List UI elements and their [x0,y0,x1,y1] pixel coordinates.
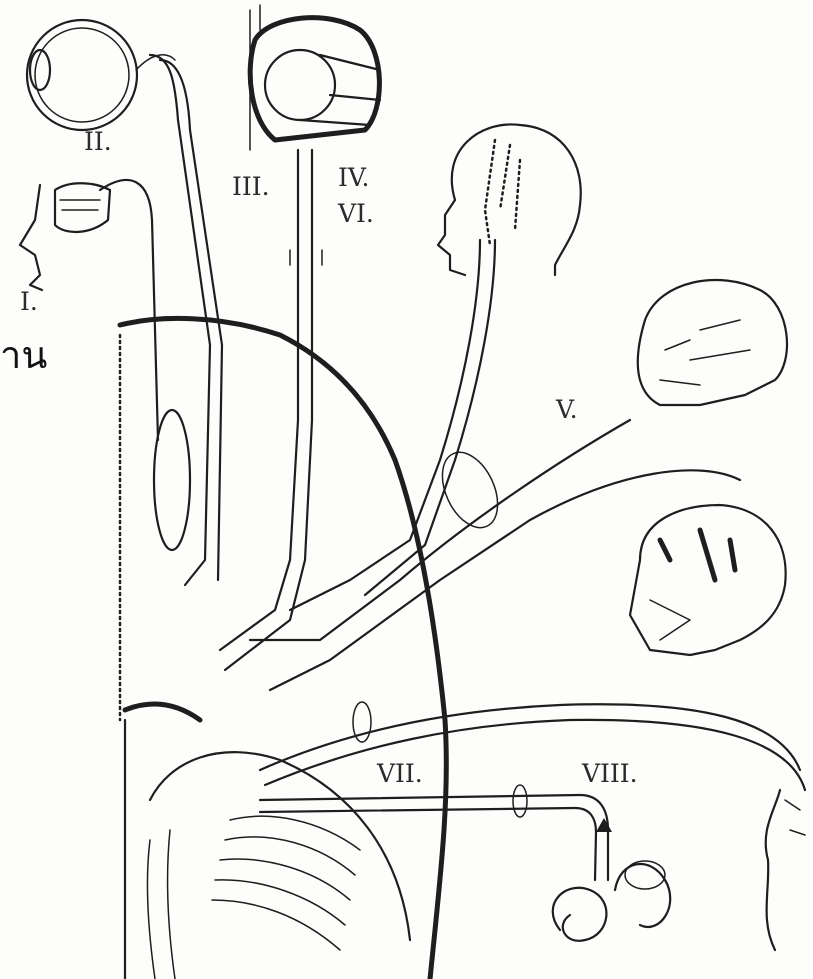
eye-icon [27,20,175,130]
skull-icon [638,280,787,405]
partial-head-icon [766,790,805,950]
oculomotor-nerve-path [220,150,322,670]
label-VIII: VIII. [581,759,638,788]
orbit-icon [250,5,380,150]
face-muscle-head-icon [630,505,786,655]
label-IV: IV. [338,163,370,192]
nose-icon [20,183,110,290]
label-VII: VII. [376,759,423,788]
trigeminal-sensory-path [290,240,509,610]
label-V: V. [555,395,578,424]
vestibulocochlear-nerve-path [260,785,612,880]
label-II: II. [84,127,112,156]
head-profile-icon [438,124,581,275]
inner-ear-icon [553,861,671,941]
label-III: III. [232,172,270,201]
cerebellum-icon [148,816,360,979]
facial-nerve-path [260,702,805,790]
label-VI: VI. [337,199,374,228]
brainstem-outline [120,318,446,979]
side-text: าน [0,333,47,377]
label-I: I. [20,287,38,316]
